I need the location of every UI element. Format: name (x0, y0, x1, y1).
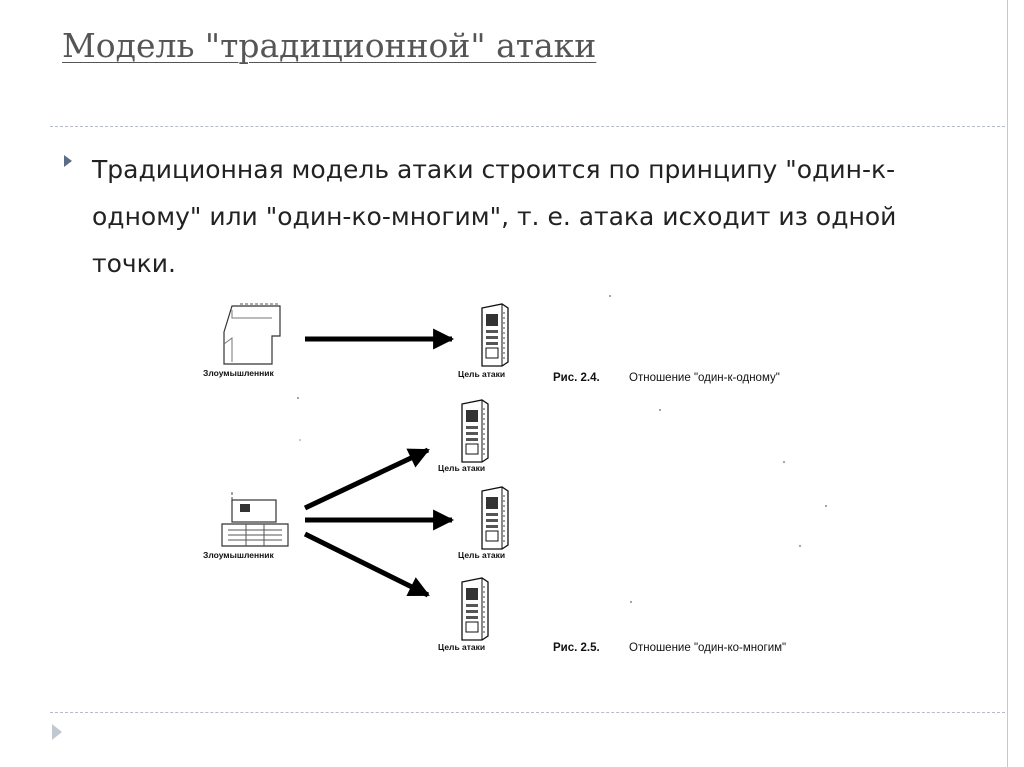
fig2-attacker-label: Злоумышленник (203, 550, 274, 560)
slide-right-border (1007, 0, 1008, 767)
fig2-caption-number: Рис. 2.5. (553, 642, 600, 654)
fig2-target-label-1: Цель атаки (438, 463, 485, 473)
fig2-caption-text: Отношение "один-ко-многим" (629, 642, 786, 654)
fig1-caption-number: Рис. 2.4. (553, 372, 600, 384)
fig2-arrow-top (303, 447, 430, 511)
fig1-attacker-icon (223, 303, 281, 365)
fig1-target-label: Цель атаки (458, 369, 505, 379)
next-slide-triangle-icon[interactable] (52, 724, 62, 740)
slide-title: Модель "традиционной" атаки (62, 26, 597, 65)
fig2-target-icon-2 (481, 486, 509, 550)
footer-separator (50, 712, 1005, 713)
fig1-caption-text: Отношение "один-к-одному" (629, 372, 780, 384)
title-separator (50, 126, 1005, 127)
fig2-target-icon-1 (461, 399, 489, 463)
bullet-text: Традиционная модель атаки строится по пр… (92, 155, 897, 278)
fig1-attacker-label: Злоумышленник (203, 368, 274, 378)
fig2-attacker-icon (221, 492, 289, 547)
scan-specks (297, 295, 827, 603)
fig2-target-icon-3 (461, 577, 489, 641)
fig2-target-label-2: Цель атаки (458, 550, 505, 560)
bullet-triangle-icon (64, 155, 72, 167)
fig2-arrow-bottom (303, 531, 430, 598)
fig1-target-icon (481, 303, 509, 367)
fig2-target-label-3: Цель атаки (438, 642, 485, 652)
